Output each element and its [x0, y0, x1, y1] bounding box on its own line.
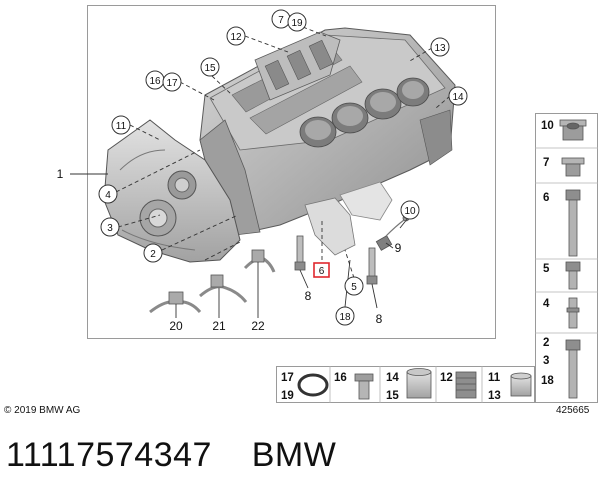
- sensors-main: [294, 214, 410, 285]
- callout-2: 2: [150, 249, 156, 260]
- bottom-part-14: 14: [386, 372, 399, 384]
- timing-cover: [103, 119, 241, 263]
- side-part-5: 5: [543, 263, 550, 275]
- callout-1: 1: [57, 167, 64, 181]
- callout-18: 18: [339, 312, 351, 323]
- leader-lines: [70, 21, 451, 318]
- side-parts-labels: 10 7 6 5 4 2 3 18: [541, 120, 554, 387]
- diagram-id: 425665: [556, 405, 590, 416]
- bottom-parts-dividers: [329, 366, 483, 403]
- callout-8b: 8: [376, 312, 383, 326]
- side-part-18: 18: [541, 375, 554, 387]
- bottom-parts-drawings: [297, 368, 532, 400]
- callout-4: 4: [105, 190, 111, 201]
- side-parts-dividers: [535, 147, 598, 334]
- callout-5: 5: [351, 282, 357, 293]
- side-parts-drawings: [559, 119, 587, 399]
- callout-9: 9: [395, 241, 402, 255]
- bottom-parts-labels: 17 19 16 14 15 12 11 13: [281, 372, 501, 402]
- bottom-part-17: 17: [281, 372, 294, 384]
- callout-labels-plain: 1 8 8 9 20 21 22: [57, 167, 402, 333]
- callout-10: 10: [404, 206, 416, 217]
- callout-3: 3: [107, 223, 113, 234]
- callout-22: 22: [251, 319, 265, 333]
- callout-12: 12: [230, 32, 242, 43]
- oil-spray-nozzles: [149, 249, 276, 314]
- callout-7: 7: [278, 15, 284, 26]
- callout-17: 17: [166, 78, 178, 89]
- bottom-part-13: 13: [488, 390, 501, 402]
- side-part-4: 4: [543, 298, 550, 310]
- callout-21: 21: [212, 319, 226, 333]
- callout-16: 16: [149, 76, 161, 87]
- bottom-parts-strip: [276, 366, 535, 403]
- callout-labels: 7 19 12 13 15 16 17 14 11 4 3 2 10 5 18 …: [105, 15, 464, 323]
- callout-markers: [98, 9, 468, 326]
- callout-11: 11: [116, 121, 127, 132]
- bottom-part-19: 19: [281, 390, 294, 402]
- callout-6: 6: [319, 266, 325, 277]
- bottom-part-12: 12: [440, 372, 453, 384]
- callout-19: 19: [291, 18, 303, 29]
- side-part-3: 3: [543, 355, 549, 367]
- callout-8a: 8: [305, 289, 312, 303]
- bottom-part-15: 15: [386, 390, 399, 402]
- bottom-part-16: 16: [334, 372, 347, 384]
- side-part-2: 2: [543, 337, 549, 349]
- side-part-10: 10: [541, 120, 554, 132]
- engine-block: [199, 27, 456, 236]
- part-number-line: 11117574347 BMW: [6, 436, 337, 474]
- callout-6-highlight: [313, 262, 330, 278]
- side-part-6: 6: [543, 192, 549, 204]
- callout-14: 14: [452, 92, 464, 103]
- oil-pan-bracket: [304, 181, 393, 256]
- callout-20: 20: [169, 319, 183, 333]
- copyright-notice: © 2019 BMW AG: [4, 405, 81, 416]
- side-part-7: 7: [543, 157, 549, 169]
- callout-15: 15: [204, 63, 216, 74]
- callout-13: 13: [434, 43, 446, 54]
- bottom-part-11: 11: [488, 372, 501, 384]
